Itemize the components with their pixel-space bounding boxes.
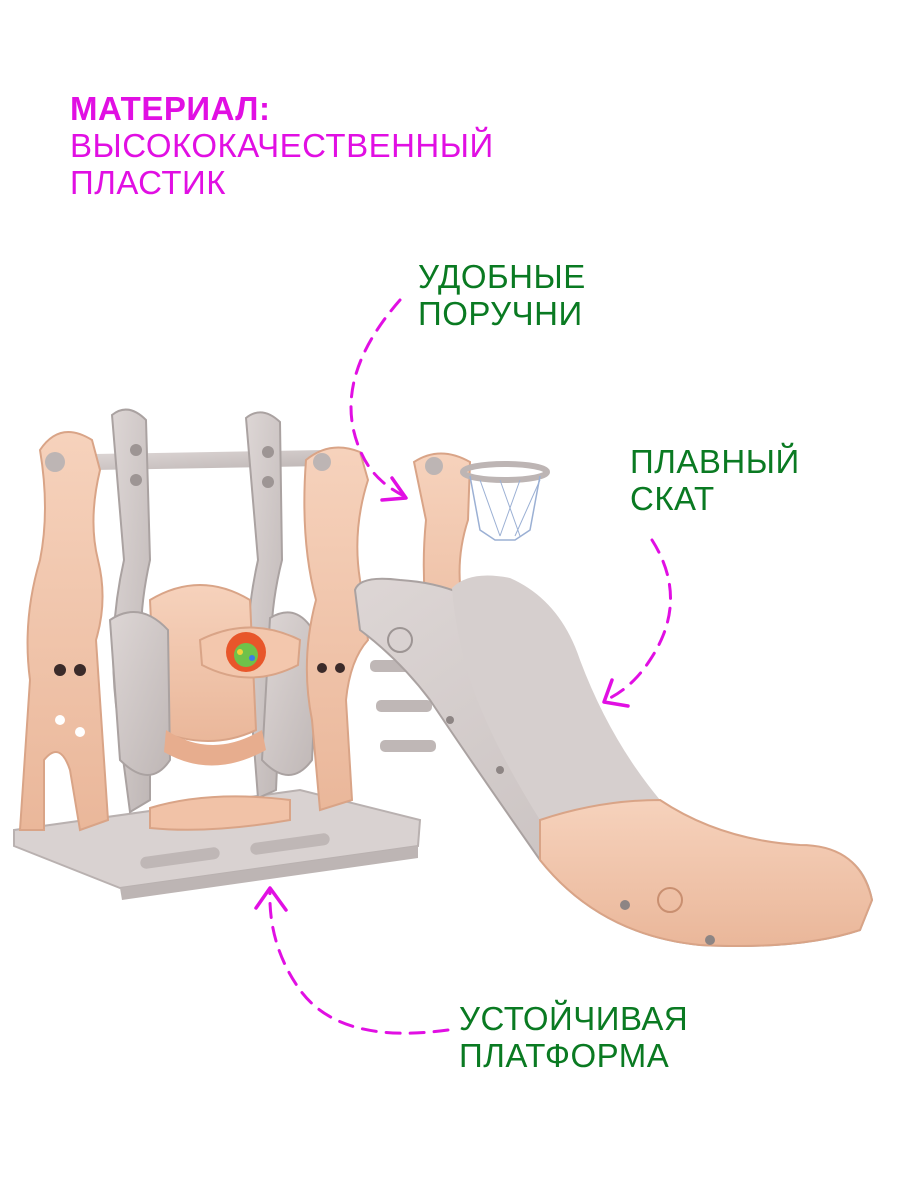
left-frame: [18, 431, 110, 832]
handrails-arrow-icon: [349, 298, 408, 502]
platform-arrow-icon: [254, 886, 450, 1035]
material-line1: ВЫСОКОКАЧЕСТВЕННЫЙ: [70, 127, 494, 164]
material-title: МАТЕРИАЛ:: [70, 90, 271, 127]
handrails-label: УДОБНЫЕ ПОРУЧНИ: [418, 258, 586, 332]
slope-arrow-icon: [602, 538, 672, 708]
smooth-slope-label: ПЛАВНЫЙ СКАТ: [630, 443, 800, 517]
material-label: МАТЕРИАЛ: ВЫСОКОКАЧЕСТВЕННЫЙ ПЛАСТИК: [70, 90, 494, 201]
stable-platform-line1: УСТОЙЧИВАЯ: [459, 1000, 689, 1037]
material-line2: ПЛАСТИК: [70, 164, 226, 201]
handrails-line2: ПОРУЧНИ: [418, 295, 583, 332]
middle-frame: [303, 446, 370, 812]
stable-platform-label: УСТОЙЧИВАЯ ПЛАТФОРМА: [459, 1000, 688, 1074]
stable-platform-line2: ПЛАТФОРМА: [459, 1037, 670, 1074]
smooth-slope-line1: ПЛАВНЫЙ: [630, 443, 800, 480]
slide: [353, 575, 874, 947]
handrails-line1: УДОБНЫЕ: [418, 258, 586, 295]
crab-toy-icon: [198, 626, 302, 679]
basketball-hoop-icon: [460, 461, 550, 541]
base-platform: [13, 788, 422, 900]
smooth-slope-line2: СКАТ: [630, 480, 715, 517]
